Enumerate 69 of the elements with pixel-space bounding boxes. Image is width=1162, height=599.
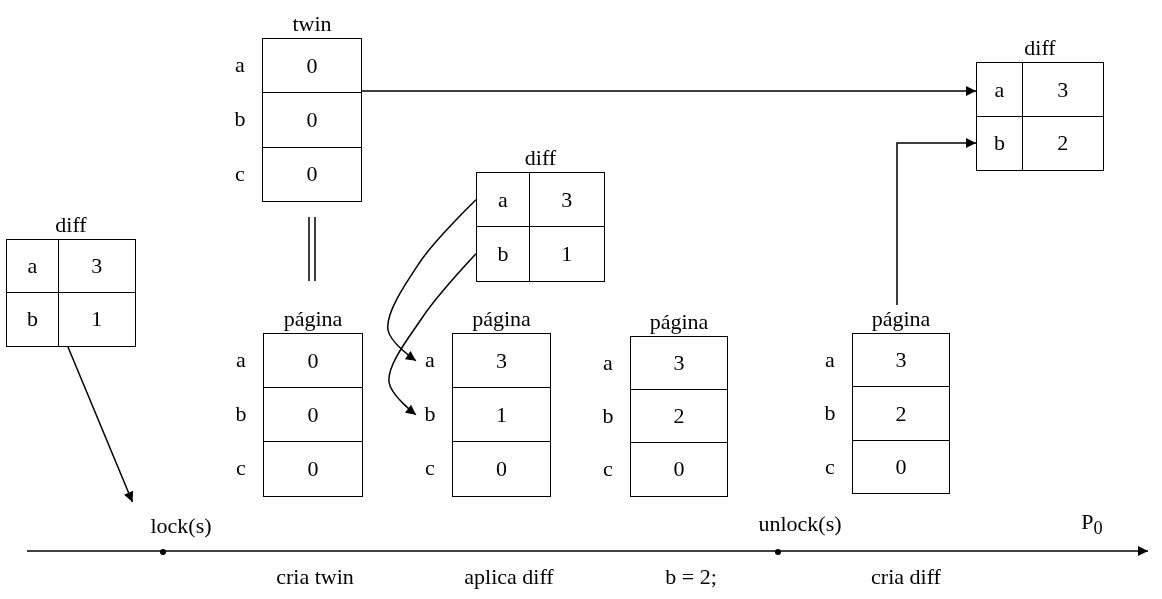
row-value: 0	[262, 38, 362, 94]
arrow	[361, 86, 977, 96]
row-label: b	[233, 105, 247, 134]
connector-line	[308, 216, 316, 282]
row-value: 3	[452, 333, 551, 389]
table-row	[976, 115, 1104, 171]
table-heading: diff	[54, 211, 88, 239]
step-label: cria diff	[871, 564, 941, 590]
row-value: 3	[57, 239, 136, 294]
row-label: b	[234, 400, 248, 428]
table-row	[6, 292, 136, 347]
row-value: 1	[528, 226, 605, 282]
row-label: b	[823, 399, 837, 428]
row-label: c	[234, 159, 246, 188]
row-label: a	[235, 346, 247, 374]
row-value: 0	[263, 441, 363, 497]
row-label: a	[476, 172, 530, 228]
row-label: a	[234, 51, 246, 79]
row-label: b	[976, 115, 1023, 171]
row-label: b	[423, 400, 437, 428]
table-heading: diff	[523, 144, 558, 172]
table-heading: twin	[291, 10, 333, 38]
row-label: c	[824, 452, 836, 481]
arrow	[387, 199, 477, 362]
row-label: a	[602, 349, 614, 377]
step-label: b = 2;	[665, 564, 717, 590]
row-label: c	[424, 454, 436, 482]
event-label: lock(s)	[150, 514, 212, 538]
table-heading: diff	[1023, 34, 1057, 62]
row-label: c	[602, 455, 614, 483]
row-label: b	[476, 226, 530, 282]
table-heading: página	[471, 305, 532, 333]
table-row	[476, 172, 605, 228]
table-row	[476, 226, 605, 282]
row-value: 0	[262, 146, 362, 203]
row-value: 3	[1021, 62, 1104, 117]
row-label: a	[6, 239, 59, 294]
row-value: 2	[630, 389, 728, 444]
row-label: a	[824, 346, 836, 374]
row-value: 2	[1021, 115, 1104, 171]
row-value: 0	[630, 442, 728, 497]
table-row	[976, 62, 1104, 117]
row-value: 1	[452, 387, 551, 443]
row-value: 0	[263, 387, 363, 443]
row-value: 3	[630, 336, 728, 391]
row-value: 0	[263, 333, 363, 389]
row-value: 3	[852, 333, 950, 388]
row-label: b	[601, 402, 615, 430]
arrow	[896, 138, 977, 306]
row-value: 1	[57, 292, 136, 347]
row-value: 0	[262, 92, 362, 149]
row-value: 3	[528, 172, 605, 228]
process-label: P$_{0}$	[1081, 509, 1103, 541]
row-value: 0	[852, 439, 950, 495]
row-label: c	[235, 454, 247, 482]
step-label: cria twin	[276, 564, 354, 590]
arrow	[67, 346, 134, 503]
table-heading: página	[648, 308, 710, 336]
table-heading: página	[282, 305, 344, 333]
table-heading: página	[870, 305, 932, 333]
row-label: a	[424, 346, 436, 374]
event-label: unlock(s)	[758, 511, 842, 537]
table-row	[6, 239, 136, 294]
row-value: 0	[452, 441, 551, 497]
arrow	[388, 253, 477, 416]
row-label: a	[976, 62, 1023, 117]
row-label: b	[6, 292, 59, 347]
step-label: aplica diff	[464, 564, 554, 590]
row-value: 2	[852, 386, 950, 442]
